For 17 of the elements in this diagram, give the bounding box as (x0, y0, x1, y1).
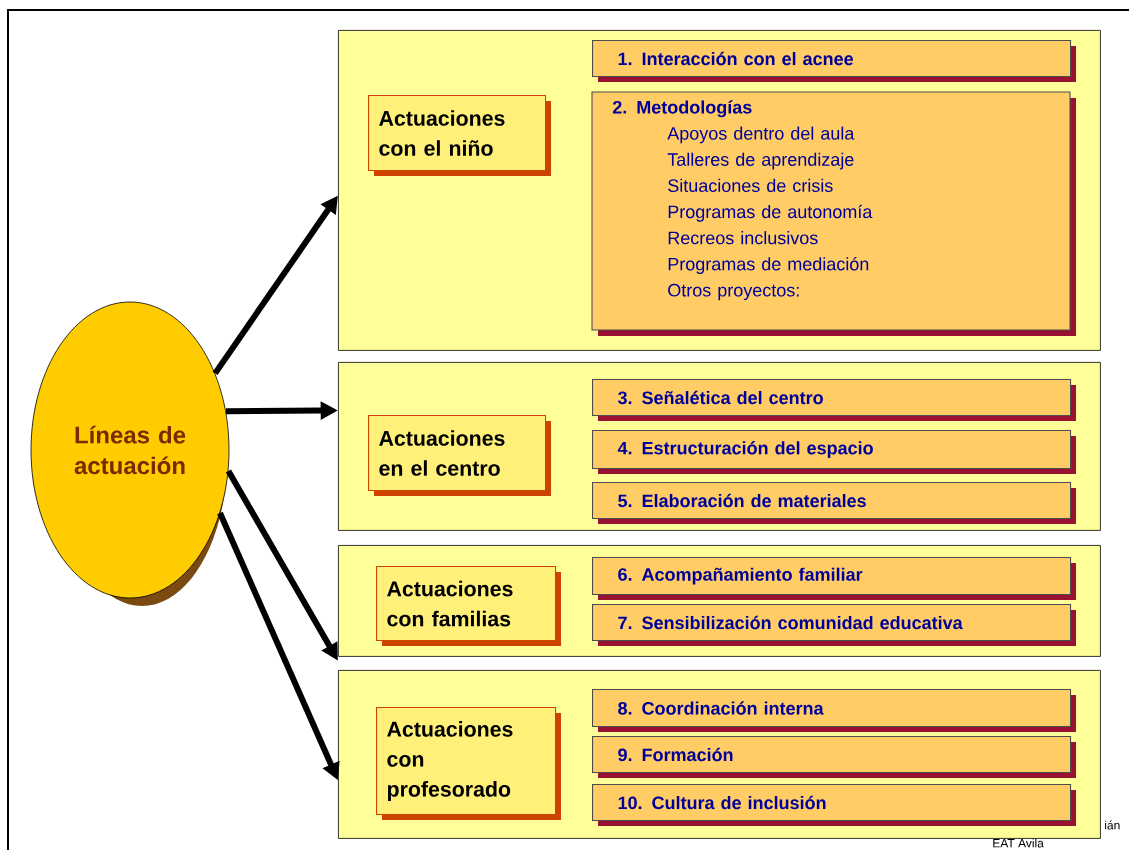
item-box: 4. Estructuración del espacio (592, 430, 1076, 474)
credit-text: ián (1105, 820, 1120, 830)
heading-box: Actuaciones con el niño (368, 95, 551, 176)
oval: Líneas de actuación (30, 301, 230, 606)
credit-text: EAT Avila (993, 838, 1044, 848)
heading-box: Actuaciones con profesorado (376, 707, 561, 820)
list-box: 2. Metodologías Apoyos dentro del aula Talleres de aprendizaje Situaciones de crisis Programas de autonomía Recreos inclusivos Programas de mediación Otros proyectos: (591, 91, 1076, 336)
item-box: 7. Sensibilización comunidad educativa (592, 604, 1076, 646)
heading-box: Actuaciones con familias (376, 566, 561, 646)
item-box: 9. Formación (592, 736, 1076, 778)
item-box: 5. Elaboración de materiales (592, 482, 1076, 524)
item-box: 8. Coordinación interna (592, 689, 1076, 732)
item-box: 3. Señalética del centro (592, 379, 1076, 421)
item-box: 1. Interacción con el acnee (592, 40, 1076, 82)
heading-box: Actuaciones en el centro (368, 415, 551, 496)
item-box: 6. Acompañamiento familiar (592, 557, 1076, 600)
item-box: 10. Cultura de inclusión (592, 784, 1076, 826)
